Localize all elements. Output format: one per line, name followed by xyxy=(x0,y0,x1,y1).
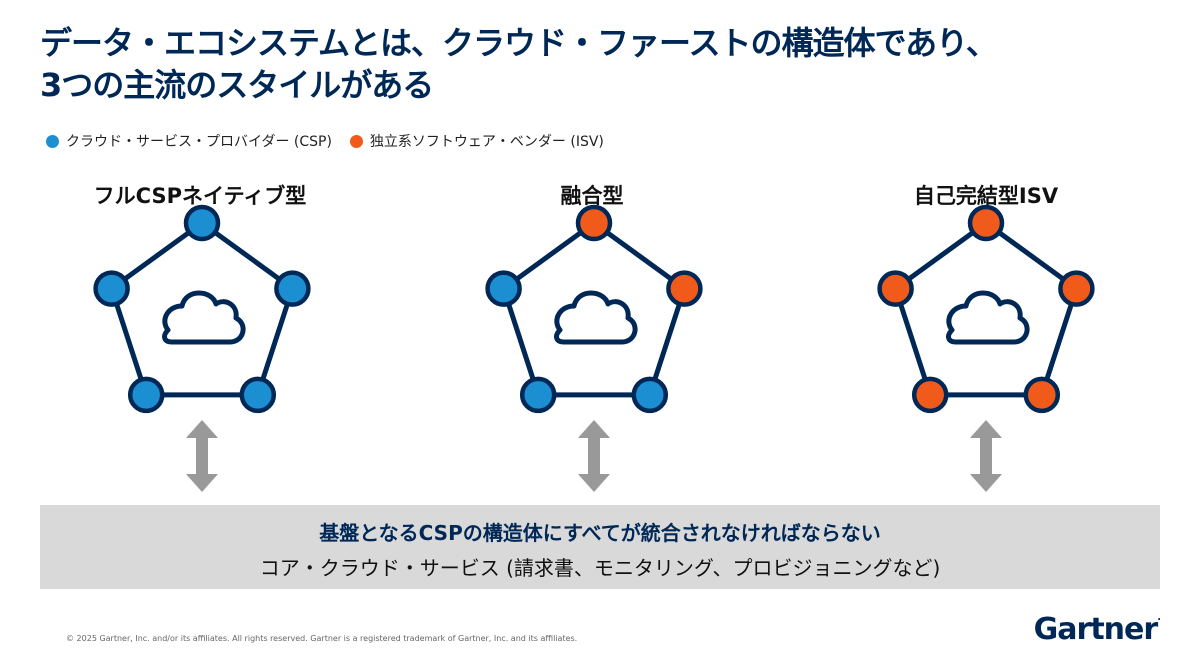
isv-node xyxy=(666,270,703,307)
legend-isv-label: 独立系ソフトウェア・ベンダー (ISV) xyxy=(369,134,604,150)
column-title-full-csp: フルCSPネイティブ型 xyxy=(93,184,307,208)
csp-node xyxy=(93,270,130,307)
isv-node xyxy=(911,376,949,414)
cloud-icon xyxy=(946,290,1030,345)
legend-csp-label: クラウド・サービス・プロバイダー (CSP) xyxy=(66,134,332,150)
csp-node xyxy=(631,376,669,414)
foundation-box: 基盤となるCSPの構造体にすべてが統合されなければならない コア・クラウド・サー… xyxy=(40,505,1160,589)
pentagon-outline xyxy=(109,220,295,398)
isv-node xyxy=(575,204,613,242)
column-title-self-contained-isv: 自己完結型ISV xyxy=(913,184,1059,208)
double-arrow-icon xyxy=(970,420,1002,492)
double-arrow-icon xyxy=(578,420,610,492)
slide-title-line1: データ・エコシステムとは、クラウド・ファーストの構造体であり、 xyxy=(40,24,998,62)
slide-title-line2: 3つの主流のスタイルがある xyxy=(40,66,434,104)
pentagon-outline xyxy=(893,220,1079,398)
gartner-logo: Gartner. xyxy=(1033,612,1161,647)
isv-node xyxy=(967,204,1005,242)
isv-node xyxy=(1058,270,1095,307)
cloud-icon xyxy=(554,290,638,345)
isv-node xyxy=(877,270,914,307)
cloud-icon xyxy=(162,290,246,345)
legend-isv-dot xyxy=(349,134,363,148)
copyright-footer: © 2025 Gartner, Inc. and/or its affiliat… xyxy=(66,634,578,643)
csp-node xyxy=(239,376,277,414)
csp-node xyxy=(519,376,557,414)
double-arrow-icon xyxy=(186,420,218,492)
csp-node xyxy=(183,204,221,242)
csp-node xyxy=(127,376,165,414)
legend-item-csp: クラウド・サービス・プロバイダー (CSP) xyxy=(46,131,332,151)
legend-item-isv: 独立系ソフトウェア・ベンダー (ISV) xyxy=(349,131,604,151)
legend: クラウド・サービス・プロバイダー (CSP) 独立系ソフトウェア・ベンダー (I… xyxy=(46,130,622,152)
foundation-headline: 基盤となるCSPの構造体にすべてが統合されなければならない xyxy=(319,521,881,545)
column-title-hybrid: 融合型 xyxy=(560,184,624,208)
pentagon-outline xyxy=(501,220,687,398)
isv-node xyxy=(1023,376,1061,414)
slide-title: データ・エコシステムとは、クラウド・ファーストの構造体であり、 3つの主流のスタ… xyxy=(40,22,1160,106)
csp-node xyxy=(485,270,522,307)
foundation-subline: コア・クラウド・サービス (請求書、モニタリング、プロビジョニングなど) xyxy=(259,556,941,580)
csp-node xyxy=(274,270,311,307)
legend-csp-dot xyxy=(46,134,59,148)
